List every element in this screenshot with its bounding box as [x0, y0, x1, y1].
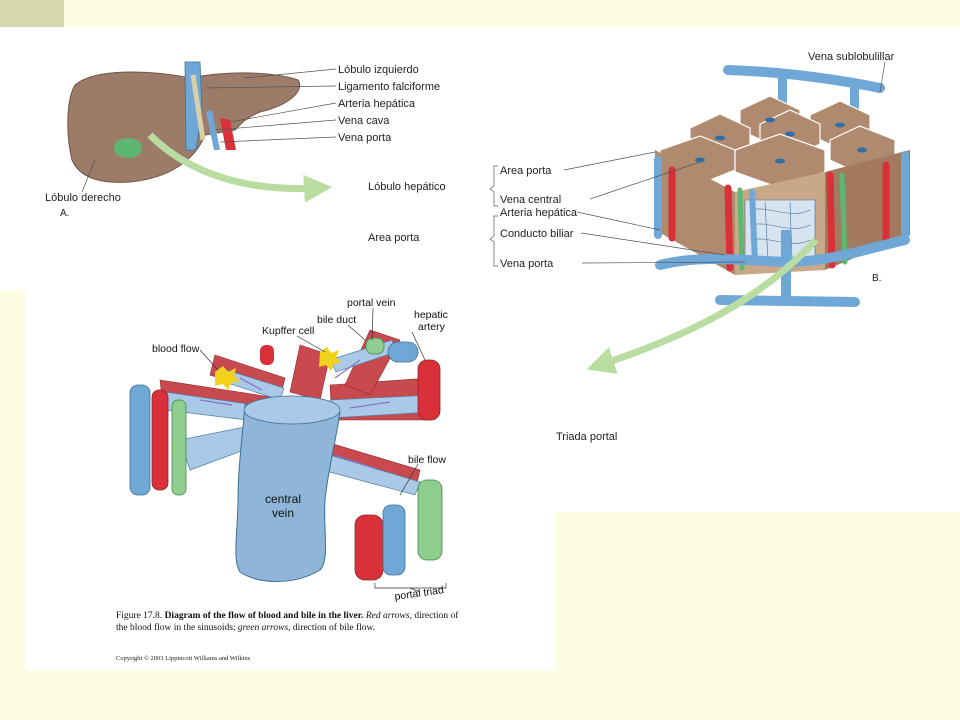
label-lobulo-derecho: Lóbulo derecho — [45, 192, 121, 204]
lobule-illustration — [586, 65, 910, 374]
copyright-notice: Copyright © 2003 Lippincott Williams and… — [116, 655, 251, 662]
label-arteria-hepatica: Arteria hepática — [338, 98, 416, 110]
panel-label-b: B. — [872, 273, 881, 284]
sinusoid-leader-lines — [199, 307, 447, 593]
caption-green-arrows: green arrows — [237, 623, 289, 633]
label-lobulo-hepatico: Lóbulo hepático — [368, 181, 446, 193]
label-arteria-hepatica-lobule: Arteria hepática — [500, 207, 578, 219]
caption-green-text: , direction of bile flow. — [288, 623, 376, 633]
label-vena-cava: Vena cava — [338, 115, 390, 127]
label-vena-porta-lobule: Vena porta — [500, 258, 554, 270]
label-vena-sublobulillar: Vena sublobulillar — [808, 51, 895, 63]
caption-red-arrows: Red arrows — [365, 611, 410, 621]
caption-title: Diagram of the flow of blood and bile in… — [164, 611, 364, 621]
label-central: central — [265, 492, 301, 506]
label-portal-vein: portal vein — [347, 297, 396, 309]
label-vena-central: Vena central — [500, 194, 561, 206]
label-hepatic: hepatic — [414, 309, 448, 321]
label-area-porta-group: Area porta — [368, 232, 420, 244]
label-vena-porta: Vena porta — [338, 132, 392, 144]
label-ligamento-falciforme: Ligamento falciforme — [338, 81, 440, 93]
caption-figure-number: Figure 17.8. — [116, 611, 163, 621]
label-vein: vein — [272, 506, 294, 520]
label-bile-duct: bile duct — [317, 314, 356, 326]
panel-label-a: A. — [60, 208, 69, 219]
sinusoid-illustration — [129, 329, 443, 582]
label-triada-portal: Triada portal — [556, 431, 617, 443]
liver-illustration — [67, 61, 332, 203]
label-bile-flow: bile flow — [408, 454, 446, 466]
figure-caption: Figure 17.8. Diagram of the flow of bloo… — [116, 610, 466, 634]
figure-panel-right — [555, 290, 960, 512]
label-artery: artery — [418, 321, 446, 333]
corner-accent — [0, 0, 64, 27]
liver-leader-lines — [81, 68, 337, 193]
label-blood-flow: blood flow — [152, 343, 200, 355]
label-portal-triad: portal triad — [394, 584, 445, 603]
lobule-leader-lines — [489, 61, 886, 267]
label-kupffer-cell: Kupffer cell — [262, 325, 314, 337]
caption-red-text: , direction of the blood flow in the sin… — [116, 611, 459, 633]
label-lobulo-izquierdo: Lóbulo izquierdo — [338, 64, 419, 76]
label-area-porta-lobule: Area porta — [500, 165, 552, 177]
label-conducto-biliar: Conducto biliar — [500, 228, 574, 240]
